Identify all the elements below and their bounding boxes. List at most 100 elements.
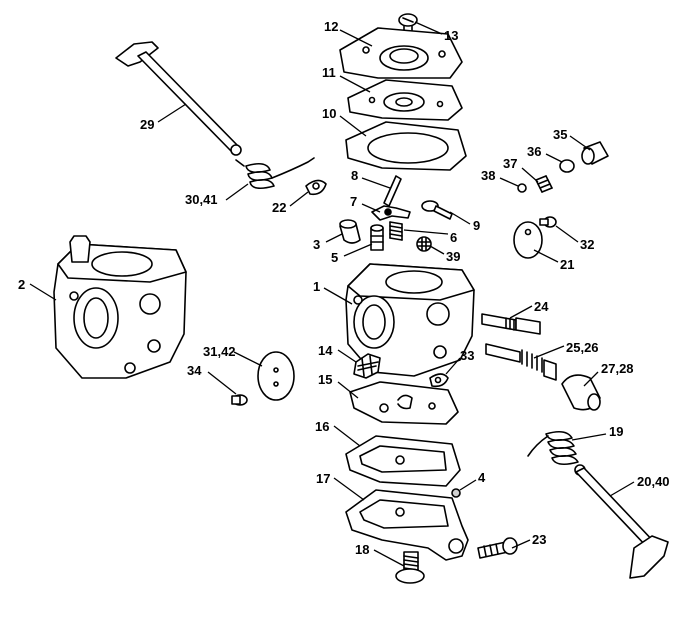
- part-disc-21: [513, 221, 543, 259]
- callout-33: 33: [460, 348, 474, 363]
- callout-30-41: 30,41: [185, 192, 218, 207]
- callout-21: 21: [560, 257, 574, 272]
- leader-13: [414, 21, 443, 35]
- callout-4: 4: [478, 470, 486, 485]
- leader-30-41: [225, 183, 249, 201]
- part-screw-25-26: [485, 343, 557, 381]
- leader-15: [337, 381, 359, 399]
- callout-11: 11: [322, 65, 336, 80]
- callout-27-28: 27,28: [601, 361, 634, 376]
- leader-7: [361, 203, 381, 213]
- callout-32: 32: [580, 237, 594, 252]
- callout-15: 15: [318, 372, 332, 387]
- callout-13: 13: [444, 28, 458, 43]
- part-screw-18: [395, 551, 425, 584]
- part-carburetor-body-2: [53, 235, 187, 379]
- callout-8: 8: [351, 168, 358, 183]
- leader-12: [339, 29, 373, 47]
- leader-38: [499, 177, 519, 187]
- leader-10: [339, 115, 367, 137]
- leader-21: [533, 249, 559, 263]
- part-ball-4: [451, 488, 461, 498]
- part-screen-39: [416, 236, 432, 252]
- callout-1: 1: [313, 279, 320, 294]
- part-disc-31-42: [257, 351, 295, 401]
- callout-31-42: 31,42: [203, 344, 236, 359]
- leader-27-28: [583, 371, 599, 387]
- part-valve-3: [339, 219, 361, 244]
- leader-5: [343, 243, 373, 257]
- leader-29: [157, 103, 187, 123]
- leader-6: [403, 229, 449, 235]
- leader-4: [459, 479, 477, 491]
- part-screw-23: [477, 537, 518, 559]
- callout-12: 12: [324, 19, 338, 34]
- callout-24: 24: [534, 299, 549, 314]
- callout-10: 10: [322, 106, 336, 121]
- callout-19: 19: [609, 424, 623, 439]
- callout-37: 37: [503, 156, 517, 171]
- part-pin-8: [383, 175, 402, 207]
- leader-18: [373, 549, 405, 567]
- leader-32: [555, 225, 579, 243]
- part-spring-19: [527, 430, 579, 466]
- callout-39: 39: [446, 249, 460, 264]
- part-gasket-16: [345, 435, 461, 487]
- callout-3: 3: [313, 237, 320, 252]
- leader-37: [521, 167, 539, 183]
- callout-7: 7: [350, 194, 357, 209]
- part-carburetor-body-1: [345, 263, 475, 377]
- part-diaphragm-11: [347, 79, 463, 121]
- callout-38: 38: [481, 168, 495, 183]
- part-spring-37: [535, 175, 553, 193]
- callout-35: 35: [553, 127, 567, 142]
- part-cover-12: [339, 27, 463, 79]
- part-screw-34: [231, 394, 248, 406]
- callout-18: 18: [355, 542, 369, 557]
- part-gasket-15: [349, 381, 459, 425]
- leader-33: [445, 357, 461, 375]
- leader-3: [325, 233, 343, 243]
- part-spring-6: [389, 221, 403, 241]
- leader-16: [333, 425, 361, 447]
- part-clip-33: [429, 373, 449, 388]
- callout-16: 16: [315, 419, 329, 434]
- leader-31-42: [233, 351, 263, 367]
- callout-labels: 12 13 11 10 29 30,41 22 8 7 9 3 6 5 39 3…: [18, 19, 670, 557]
- part-strainer-14: [353, 353, 381, 379]
- leader-lines: [29, 21, 635, 567]
- callout-36: 36: [527, 144, 541, 159]
- leader-11: [339, 75, 371, 93]
- part-screw-32: [539, 216, 557, 228]
- callout-22: 22: [272, 200, 286, 215]
- leader-19: [571, 433, 607, 441]
- leader-24: [509, 305, 533, 319]
- callout-25-26: 25,26: [566, 340, 599, 355]
- part-cap-27-28: [561, 374, 601, 411]
- callout-6: 6: [450, 230, 457, 245]
- part-fitting-5: [370, 224, 384, 251]
- leader-39: [429, 245, 445, 255]
- callout-20-40: 20,40: [637, 474, 670, 489]
- leader-20-40: [609, 481, 635, 497]
- part-oring-36: [559, 159, 575, 173]
- part-ball-38: [517, 183, 527, 193]
- part-spring-30-41: [235, 157, 315, 190]
- leader-36: [545, 153, 563, 163]
- part-plug-35: [581, 141, 609, 165]
- callout-5: 5: [331, 250, 338, 265]
- callout-23: 23: [532, 532, 546, 547]
- leader-25-26: [533, 345, 565, 359]
- leader-8: [361, 177, 391, 189]
- leader-1: [323, 287, 353, 305]
- part-clip-22: [305, 179, 327, 196]
- callout-17: 17: [316, 471, 330, 486]
- part-lever-7: [371, 205, 411, 221]
- leader-35: [569, 135, 591, 151]
- callout-9: 9: [473, 218, 480, 233]
- leader-23: [511, 539, 531, 549]
- leader-22: [289, 191, 309, 207]
- leader-17: [333, 477, 365, 501]
- part-cover-17: [345, 489, 469, 561]
